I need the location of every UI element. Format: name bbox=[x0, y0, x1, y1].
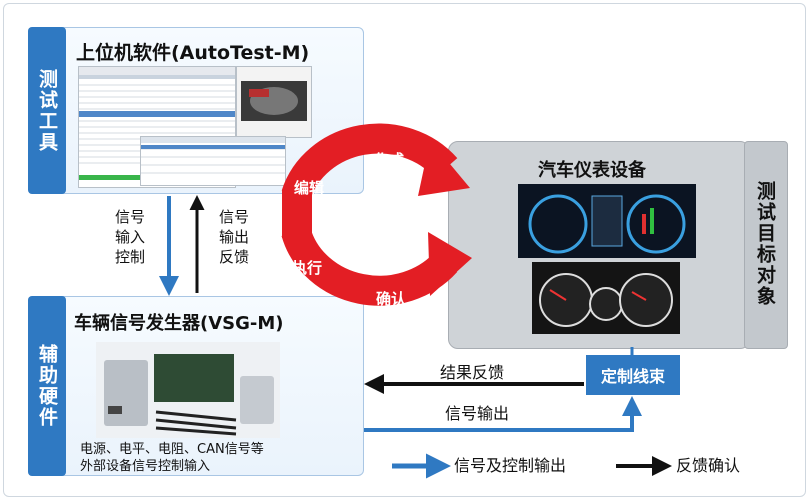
software-grid-graphic bbox=[141, 137, 285, 174]
hardware-photo bbox=[96, 342, 280, 438]
legend-blue-label: 信号及控制输出 bbox=[454, 456, 567, 475]
down-label-line3: 控制 bbox=[114, 248, 145, 266]
down-label-line2: 输入 bbox=[114, 228, 145, 246]
aux-hardware-caption-1: 电源、电平、电阻、CAN信号等 bbox=[80, 442, 264, 457]
result-feedback-label: 结果反馈 bbox=[440, 363, 505, 382]
cycle-arrowhead-lower bbox=[428, 232, 472, 296]
cycle-label-edit: 编辑 bbox=[294, 179, 325, 197]
dashboard-image-analog bbox=[532, 262, 680, 334]
software-screenshot-car bbox=[236, 66, 312, 138]
signal-output-label: 信号输出 bbox=[445, 404, 510, 423]
test-tools-tab: 测试工具 bbox=[28, 27, 66, 194]
car-interior-graphic bbox=[237, 67, 311, 137]
test-tools-title: 上位机软件(AutoTest-M) bbox=[76, 42, 310, 64]
up-label-line2: 输出 bbox=[218, 228, 249, 246]
aux-hardware-title: 车辆信号发生器(VSG-M) bbox=[74, 313, 284, 334]
cycle-left-bar bbox=[282, 190, 312, 238]
cycle-label-create: 作成 bbox=[374, 151, 405, 169]
cycle-arc-upper bbox=[281, 123, 458, 201]
target-object-tab bbox=[744, 141, 788, 349]
down-label-line1: 信号 bbox=[114, 208, 145, 226]
target-device-title: 汽车仪表设备 bbox=[538, 160, 646, 181]
digital-cluster-graphic bbox=[518, 184, 696, 258]
signal-output-arrow bbox=[364, 396, 642, 432]
hardware-device-graphic bbox=[104, 354, 274, 436]
cycle-ring bbox=[281, 123, 472, 306]
target-object-tab-text: 测试目标对象 bbox=[754, 181, 776, 307]
aux-hardware-caption-2: 外部设备信号控制输入 bbox=[80, 459, 211, 474]
up-label-line1: 信号 bbox=[218, 208, 249, 226]
software-screenshot-detail bbox=[140, 136, 286, 186]
cycle-label-execute: 执行 bbox=[292, 259, 323, 277]
aux-hardware-tab: 辅助硬件 bbox=[28, 296, 66, 476]
signal-output-feedback-label: 信号 输出 反馈 bbox=[214, 207, 254, 267]
signal-input-control-label: 信号 输入 控制 bbox=[110, 207, 150, 267]
dashboard-image-digital bbox=[518, 184, 696, 258]
analog-cluster-graphic bbox=[532, 262, 680, 334]
up-label-line3: 反馈 bbox=[218, 248, 249, 266]
cycle-label-confirm: 确认 bbox=[376, 290, 407, 308]
cycle-arrowhead-upper bbox=[418, 140, 470, 196]
cycle-arc-lower bbox=[281, 227, 458, 306]
legend-black-label: 反馈确认 bbox=[676, 456, 741, 475]
custom-harness-box: 定制线束 bbox=[586, 355, 680, 395]
